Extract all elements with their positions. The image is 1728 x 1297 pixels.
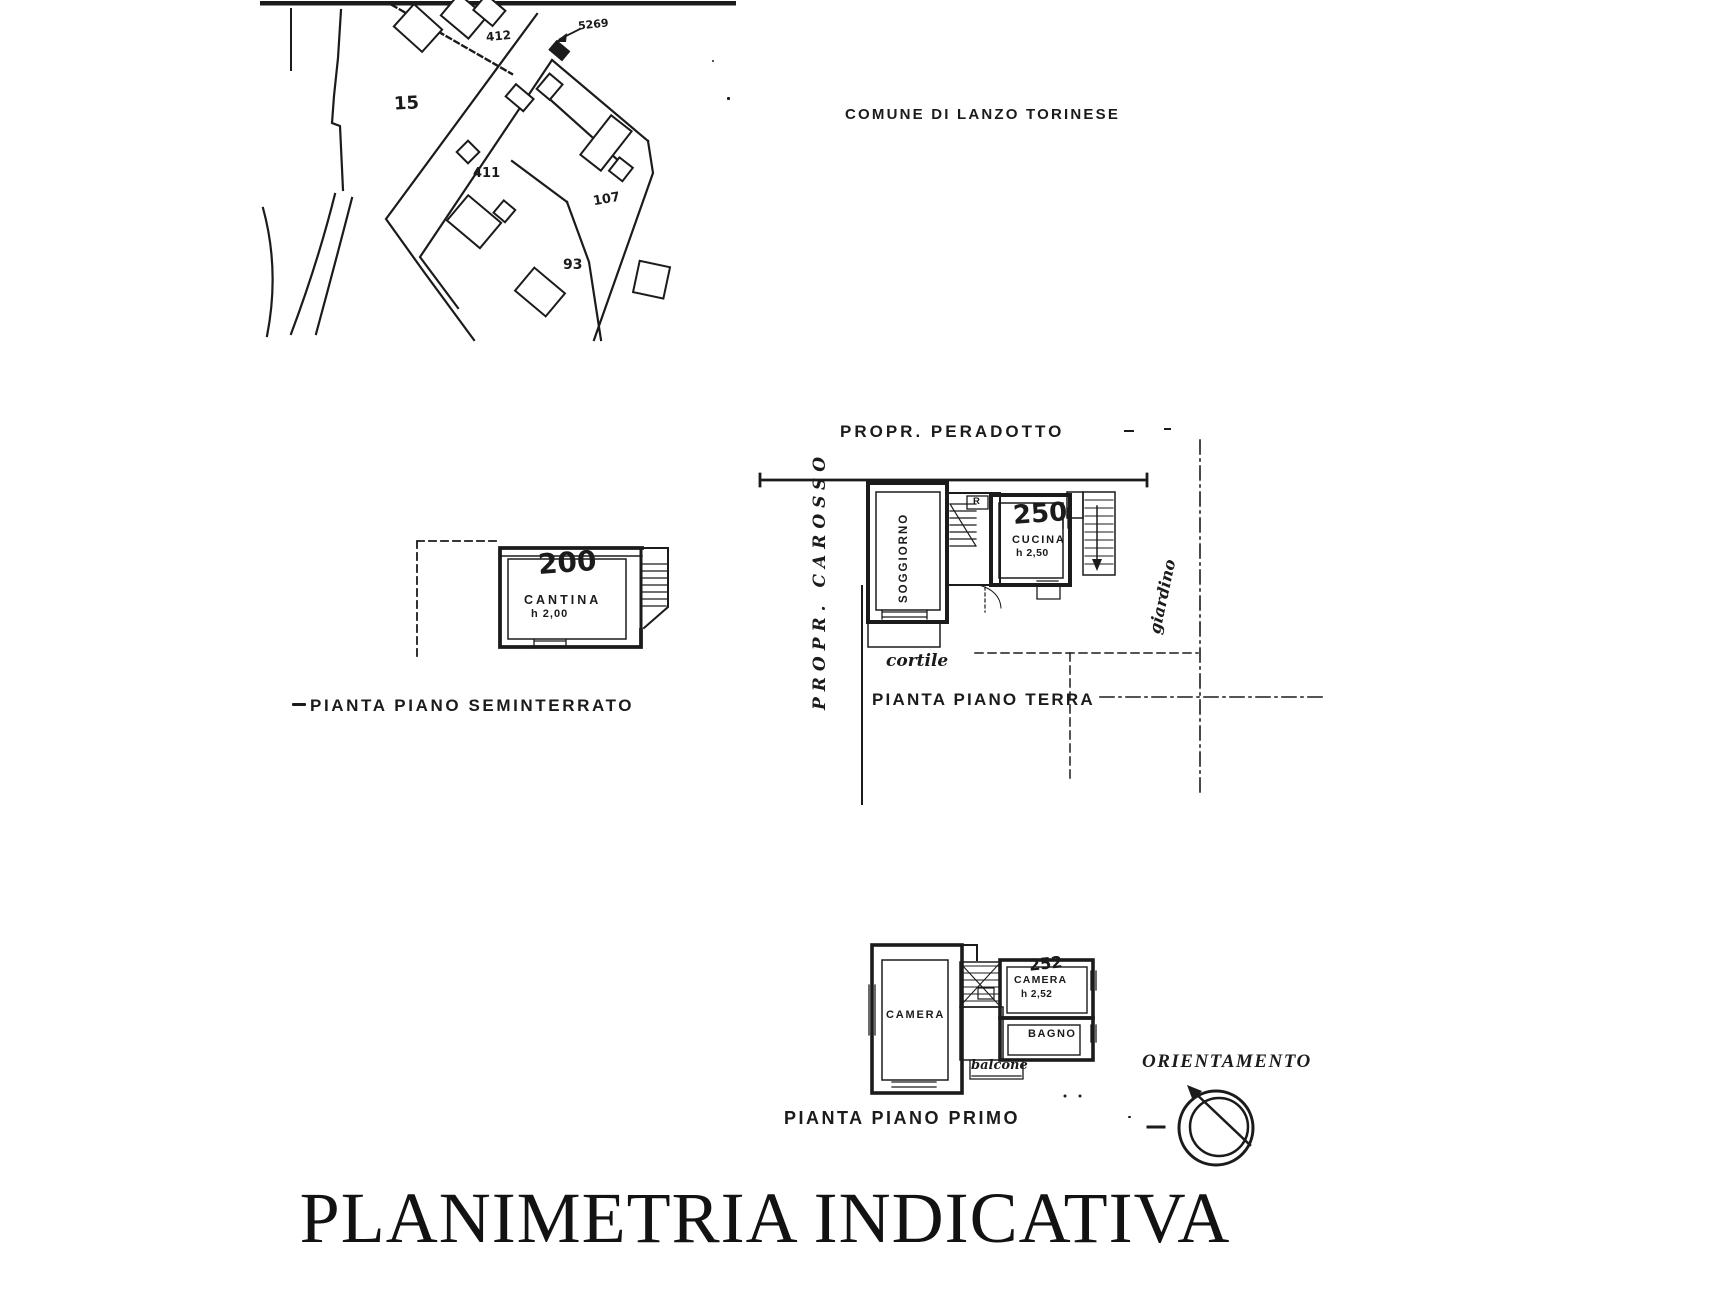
parcel-number-93: 93 bbox=[563, 257, 583, 273]
parcel-number-15: 15 bbox=[393, 92, 420, 115]
scan-speck bbox=[727, 97, 730, 100]
cantina-outer-wall bbox=[498, 546, 644, 649]
exterior-stairs bbox=[1082, 491, 1116, 576]
basement-stairs-outline bbox=[641, 547, 669, 630]
compass-outer-circle bbox=[1177, 1089, 1255, 1167]
first-floor-plan-title: PIANTA PIANO PRIMO bbox=[784, 1108, 1021, 1128]
courtyard-label: cortile bbox=[886, 651, 949, 671]
sheet-title: PLANIMETRIA INDICATIVA bbox=[299, 1178, 1231, 1258]
camera-right-label: CAMERA bbox=[1014, 974, 1068, 986]
cantina-window bbox=[533, 638, 567, 649]
compass-north-arrowhead bbox=[1187, 1085, 1202, 1101]
boundary-top-line bbox=[758, 472, 1149, 488]
camera-left-window-bottom bbox=[891, 1081, 937, 1088]
cadastral-map-drawing bbox=[260, 0, 736, 342]
bagno-outer-wall bbox=[998, 1016, 1095, 1062]
cantina-room-label: CANTINA bbox=[524, 593, 602, 607]
map-arrow-label: 5269 bbox=[577, 16, 610, 33]
compass-icon bbox=[1146, 1085, 1255, 1167]
cantina-room bbox=[507, 558, 627, 640]
camera-left-window-side bbox=[868, 984, 876, 1036]
cucina-dimension: 250 bbox=[1012, 497, 1069, 531]
parcel-number-412: 412 bbox=[485, 27, 512, 45]
entry-porch bbox=[867, 621, 941, 648]
compass-needle bbox=[1190, 1088, 1252, 1147]
ground-floor-plan-title: PIANTA PIANO TERRA bbox=[872, 690, 1095, 709]
soggiorno-room bbox=[875, 491, 941, 611]
camera-right-height-label: h 2,52 bbox=[1021, 989, 1053, 1000]
cucina-height-label: h 2,50 bbox=[1016, 547, 1049, 559]
map-road-diagonal bbox=[384, 12, 539, 342]
balcony-outline bbox=[969, 1059, 1024, 1080]
map-arrow-head bbox=[555, 33, 567, 42]
hall-room bbox=[959, 1006, 1004, 1061]
scan-speck bbox=[712, 60, 714, 62]
compass-inner-circle bbox=[1188, 1096, 1250, 1158]
bagno-room bbox=[1007, 1024, 1081, 1056]
scan-dash bbox=[292, 703, 306, 706]
cucina-window-bottom bbox=[1036, 580, 1061, 600]
scan-marks bbox=[1124, 428, 1171, 432]
cantina-dimension: 200 bbox=[536, 544, 598, 581]
basement-plan-drawing bbox=[416, 540, 669, 659]
municipality-heading: COMUNE DI LANZO TORINESE bbox=[845, 106, 1121, 123]
parcel-number-411: 411 bbox=[473, 166, 501, 181]
map-buildings bbox=[392, 0, 672, 318]
camera-left-label: CAMERA bbox=[886, 1009, 946, 1021]
neighbor-top-label: PROPR. PERADOTTO bbox=[840, 422, 1065, 441]
closet-label: R bbox=[973, 496, 983, 507]
neighbor-left-label: PROPR. CAROSSO bbox=[810, 450, 830, 710]
cucina-outer-wall bbox=[989, 493, 1072, 587]
basement-stairs-treads bbox=[642, 563, 668, 607]
basement-plan-title: PIANTA PIANO SEMINTERRATO bbox=[310, 696, 635, 715]
basement-dashed-annex bbox=[416, 540, 499, 659]
camera-right-dimension: 252 bbox=[1028, 952, 1064, 975]
hall-room bbox=[946, 492, 1001, 586]
map-road-curve bbox=[289, 192, 337, 336]
right-windows bbox=[1090, 970, 1097, 1043]
first-floor-plan-drawing bbox=[868, 943, 1097, 1098]
stairwell-treads bbox=[961, 964, 999, 1005]
orientation-label: ORIENTAMENTO bbox=[1142, 1051, 1312, 1072]
scan-speck bbox=[1128, 1116, 1131, 1118]
map-left-boundary bbox=[330, 8, 345, 192]
bagno-label: BAGNO bbox=[1028, 1028, 1077, 1040]
camera-right-room bbox=[1006, 966, 1088, 1014]
soggiorno-window bbox=[881, 609, 928, 620]
cucina-label: CUCINA bbox=[1012, 534, 1066, 546]
cantina-height-label: h 2,00 bbox=[531, 608, 569, 620]
soggiorno-label: SOGGIORNO bbox=[898, 512, 910, 603]
hall-stairs bbox=[949, 503, 977, 547]
camera-left-room bbox=[881, 959, 949, 1081]
balcony-label: balcone bbox=[971, 1058, 1028, 1073]
ground-floor-plan-drawing bbox=[758, 428, 1323, 805]
exterior-stairs-treads bbox=[1084, 499, 1114, 565]
closet-box bbox=[966, 495, 989, 510]
cucina-room bbox=[998, 502, 1064, 579]
camera-left-outer-wall bbox=[870, 943, 964, 1095]
